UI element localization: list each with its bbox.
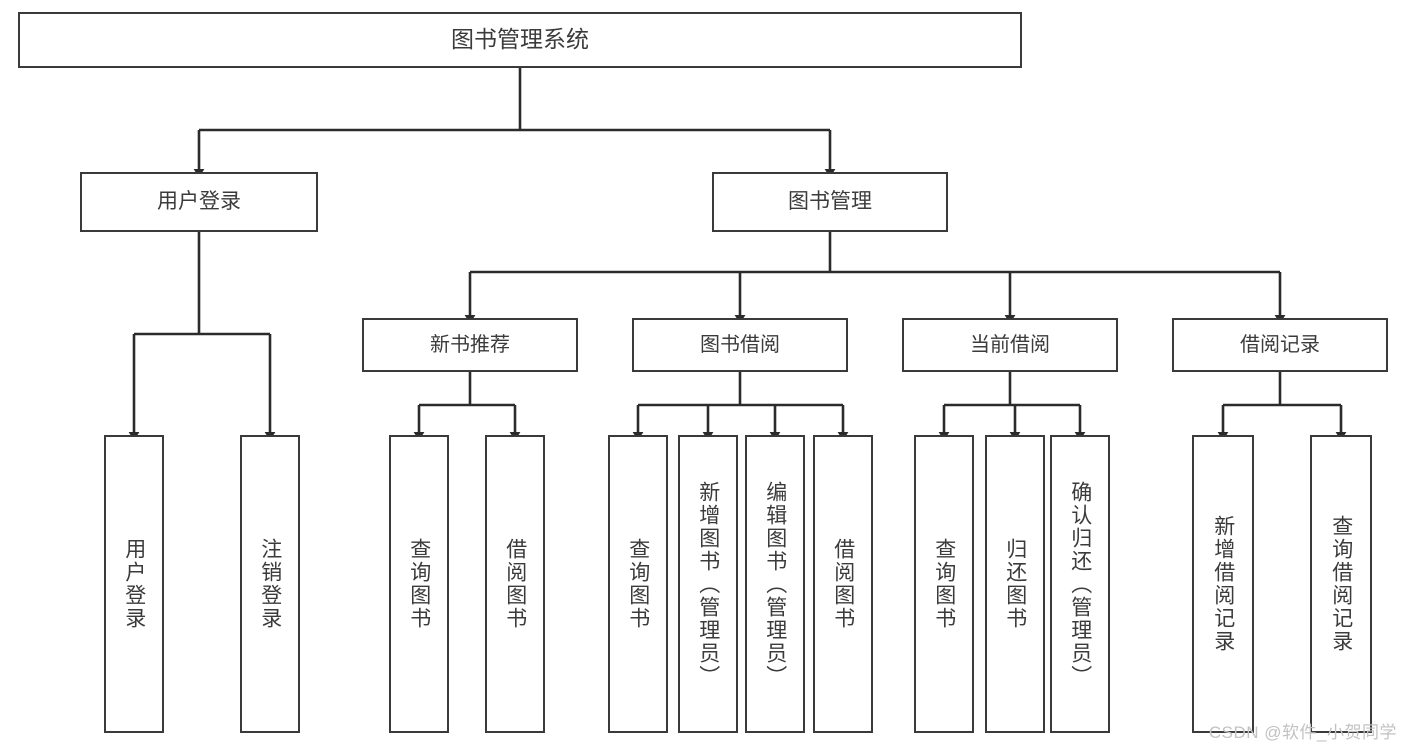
node-label: 新增借阅记录 — [1211, 515, 1235, 653]
node-leaf-confirm-return[interactable]: 确认归还（管理员） — [1050, 435, 1110, 733]
node-current-borrow[interactable]: 当前借阅 — [902, 318, 1118, 372]
node-leaf-add-book[interactable]: 新增图书（管理员） — [678, 435, 738, 733]
node-label: 查询图书 — [407, 538, 431, 630]
node-label: 图书管理 — [788, 190, 872, 214]
node-label: 当前借阅 — [970, 333, 1050, 356]
node-root[interactable]: 图书管理系统 — [18, 12, 1022, 68]
node-borrow-record[interactable]: 借阅记录 — [1172, 318, 1388, 372]
node-label: 确认归还（管理员） — [1068, 480, 1092, 688]
node-leaf-query-book-1[interactable]: 查询图书 — [389, 435, 449, 733]
node-label: 查询图书 — [626, 538, 650, 630]
node-leaf-query-record[interactable]: 查询借阅记录 — [1310, 435, 1372, 733]
node-label: 归还图书 — [1003, 538, 1027, 630]
node-label: 图书借阅 — [700, 333, 780, 356]
node-book-manage[interactable]: 图书管理 — [712, 172, 948, 232]
node-label: 用户登录 — [122, 538, 146, 630]
node-leaf-query-book-2[interactable]: 查询图书 — [608, 435, 668, 733]
node-label: 查询图书 — [932, 538, 956, 630]
node-leaf-return-book[interactable]: 归还图书 — [985, 435, 1045, 733]
node-label: 注销登录 — [258, 538, 282, 630]
node-label: 用户登录 — [157, 190, 241, 214]
node-leaf-user-logout[interactable]: 注销登录 — [240, 435, 300, 733]
node-book-borrow[interactable]: 图书借阅 — [632, 318, 848, 372]
node-leaf-borrow-book-2[interactable]: 借阅图书 — [813, 435, 873, 733]
node-label: 借阅图书 — [831, 538, 855, 630]
node-label: 查询借阅记录 — [1329, 515, 1353, 653]
node-leaf-user-login[interactable]: 用户登录 — [104, 435, 164, 733]
node-user-login[interactable]: 用户登录 — [80, 172, 318, 232]
csdn-watermark: CSDN @软件_小贺同学 — [1208, 723, 1397, 742]
node-new-book-rec[interactable]: 新书推荐 — [362, 318, 578, 372]
node-label: 新书推荐 — [430, 333, 510, 356]
node-label: 编辑图书（管理员） — [763, 480, 787, 688]
node-leaf-borrow-book-1[interactable]: 借阅图书 — [485, 435, 545, 733]
node-leaf-edit-book[interactable]: 编辑图书（管理员） — [745, 435, 805, 733]
node-label: 借阅图书 — [503, 538, 527, 630]
node-leaf-query-book-3[interactable]: 查询图书 — [914, 435, 974, 733]
node-label: 图书管理系统 — [451, 26, 589, 53]
node-label: 借阅记录 — [1240, 333, 1320, 356]
node-label: 新增图书（管理员） — [696, 480, 720, 688]
node-leaf-add-record[interactable]: 新增借阅记录 — [1192, 435, 1254, 733]
